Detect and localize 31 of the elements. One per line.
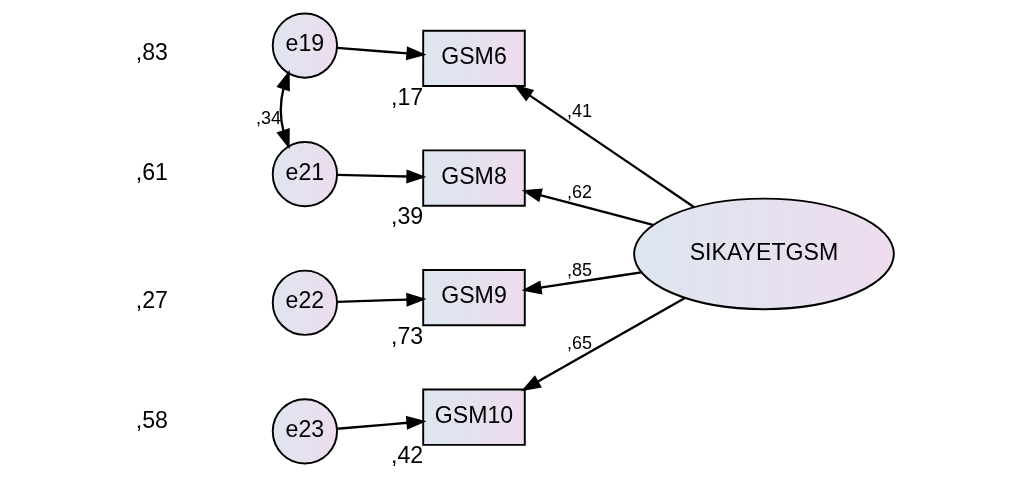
node-circle: e22 xyxy=(271,269,338,336)
arrow xyxy=(337,415,427,430)
edge-label: ,34 xyxy=(256,107,282,128)
node-circle: e19 xyxy=(271,12,338,79)
arrow xyxy=(337,46,427,61)
arrow xyxy=(276,70,290,150)
arrow xyxy=(521,297,686,392)
arrow xyxy=(521,271,642,295)
node-circle: e23 xyxy=(271,398,338,465)
node-circle: e21 xyxy=(271,141,338,208)
node-box: GSM10 xyxy=(422,388,526,446)
label: ,27 xyxy=(135,287,168,314)
node-box: GSM8 xyxy=(422,149,526,207)
node-box: GSM6 xyxy=(422,29,526,88)
edge-label: ,62 xyxy=(566,181,592,202)
node-ellipse: SIKAYETGSM xyxy=(633,197,895,311)
node-label: ,42 xyxy=(391,442,424,469)
node-label: ,73 xyxy=(391,322,424,349)
edge-label: ,85 xyxy=(566,260,592,281)
label: ,58 xyxy=(135,407,168,434)
arrow xyxy=(513,84,695,209)
edge-label: ,41 xyxy=(566,100,592,121)
node-label: ,39 xyxy=(391,203,424,230)
label: ,61 xyxy=(135,158,168,185)
node-box: GSM9 xyxy=(422,269,526,327)
edge-label: ,65 xyxy=(566,333,592,354)
label: ,83 xyxy=(135,39,168,66)
arrow xyxy=(337,292,427,307)
arrow xyxy=(521,188,654,226)
arrow xyxy=(337,169,427,184)
node-label: ,17 xyxy=(391,83,424,110)
